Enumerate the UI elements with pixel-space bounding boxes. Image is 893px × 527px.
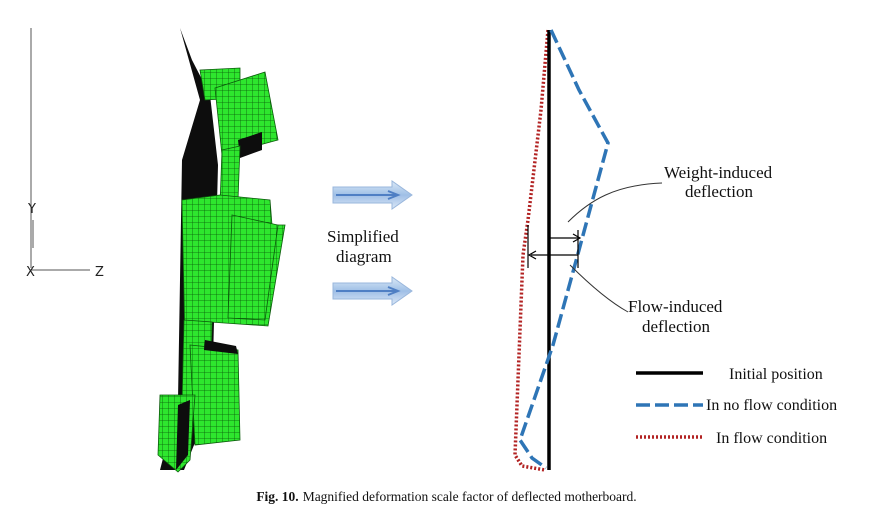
simplified-diagram-label-line2: diagram	[336, 247, 392, 266]
legend-label-initial: Initial position	[729, 366, 823, 383]
weight-annotation-line1: Weight-induced	[664, 163, 773, 182]
axis-x-label: X	[26, 265, 35, 280]
axis-triad: Y X Z	[26, 28, 104, 280]
legend: Initial position In no flow condition In…	[636, 366, 837, 447]
weight-leader-line	[567, 182, 663, 223]
simplification-arrow-bottom	[332, 276, 413, 306]
no-flow-condition-curve	[518, 29, 610, 470]
flow-leader-line	[569, 264, 629, 313]
deflection-diagram	[513, 29, 663, 472]
legend-label-flow: In flow condition	[716, 430, 827, 447]
figure-caption-text: Magnified deformation scale factor of de…	[302, 489, 637, 504]
figure-caption: Fig. 10.Magnified deformation scale fact…	[0, 489, 893, 505]
flow-annotation-line2: deflection	[642, 317, 710, 336]
axis-z-label: Z	[95, 265, 104, 280]
mesh-motherboard-model	[157, 28, 286, 473]
legend-label-no-flow: In no flow condition	[706, 397, 837, 414]
flow-condition-curve	[513, 29, 550, 472]
axis-y-label: Y	[27, 202, 36, 217]
figure-caption-label: Fig. 10.	[256, 489, 299, 504]
simplification-arrow-top	[332, 180, 413, 210]
simplified-diagram-label-line1: Simplified	[327, 227, 399, 246]
flow-annotation-line1: Flow-induced	[628, 297, 723, 316]
weight-annotation-line2: deflection	[685, 182, 753, 201]
